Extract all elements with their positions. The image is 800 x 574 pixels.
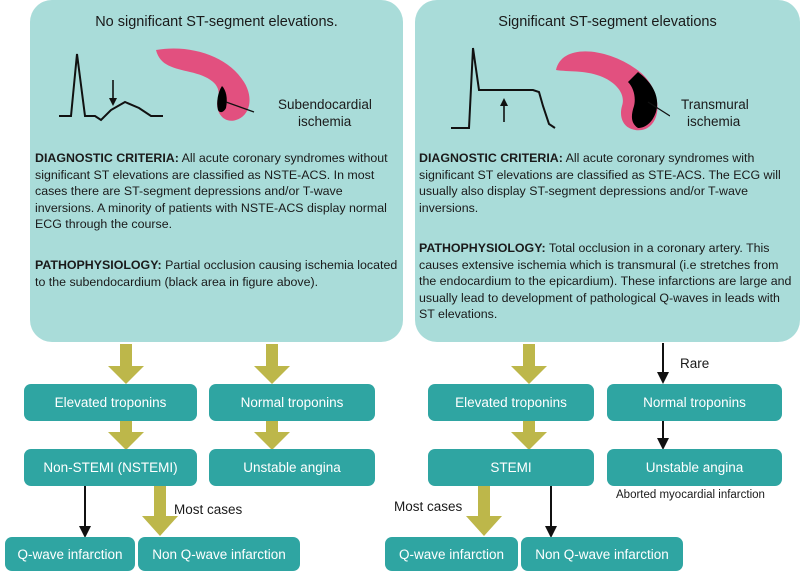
big-arrow [511, 344, 547, 384]
right-diagnostic-criteria: DIAGNOSTIC CRITERIA: All acute coronary … [419, 150, 797, 216]
figure-label-leader [647, 101, 670, 117]
transmural-ischemia-area [628, 72, 658, 128]
non-q-wave-infarction-left-box: Non Q-wave infarction [138, 537, 300, 571]
up-arrow-head [500, 98, 508, 106]
right-panel-title: Significant ST-segment elevations [498, 14, 717, 30]
elevated-troponins-left-box: Elevated troponins [24, 384, 197, 421]
rare-label: Rare [680, 356, 710, 371]
big-arrow [254, 421, 290, 450]
subendocardial-label: Subendocardial ischemia [278, 97, 372, 129]
unstable-angina-right-box: Unstable angina [607, 449, 782, 486]
thin-arrow-head [657, 438, 669, 450]
criteria-text: All acute coronary syndromes without sig… [35, 151, 388, 232]
most-cases-left-label: Most cases [174, 502, 243, 517]
ecg-trace [451, 47, 556, 129]
left-pathophysiology: PATHOPHYSIOLOGY: Partial occlusion causi… [35, 257, 401, 290]
right-pathophysiology: PATHOPHYSIOLOGY: Total occlusion in a co… [419, 240, 797, 323]
ecg-st-depression-figure [59, 53, 163, 122]
figure-label-leader [225, 101, 255, 113]
unstable-angina-left-box: Unstable angina [209, 449, 375, 486]
right-panel: Significant ST-segment elevations Transm… [415, 0, 800, 342]
aborted-mi-label: Aborted myocardial infarction [616, 489, 765, 501]
nstemi-box: Non-STEMI (NSTEMI) [24, 449, 197, 486]
criteria-heading: DIAGNOSTIC CRITERIA: [35, 151, 179, 165]
subendocardial-ischemia-area [217, 86, 227, 113]
stemi-box: STEMI [428, 449, 594, 486]
left-panel: No significant ST-segment elevations. Su… [30, 0, 403, 342]
patho-heading: PATHOPHYSIOLOGY: [35, 258, 162, 272]
thin-arrow-head [545, 526, 557, 538]
normal-troponins-right-box: Normal troponins [607, 384, 782, 421]
transmural-label: Transmural ischemia [681, 97, 749, 129]
thin-arrow-head [657, 372, 669, 384]
big-arrow [466, 486, 502, 536]
most-cases-right-label: Most cases [394, 499, 463, 514]
q-wave-infarction-left-box: Q-wave infarction [5, 537, 135, 571]
left-panel-title: No significant ST-segment elevations. [95, 14, 338, 30]
big-arrow [108, 344, 144, 384]
criteria-heading: DIAGNOSTIC CRITERIA: [419, 151, 563, 165]
ecg-st-elevation-figure [451, 47, 556, 129]
heart-subendocardial-figure [156, 48, 255, 121]
patho-text: Partial occlusion causing ischemia locat… [35, 258, 398, 289]
thin-arrow-head [79, 526, 91, 538]
normal-troponins-left-box: Normal troponins [209, 384, 375, 421]
non-q-wave-infarction-right-box: Non Q-wave infarction [521, 537, 683, 571]
criteria-text: All acute coronary syndromes with signif… [419, 151, 781, 215]
myocardium-wall [556, 51, 658, 131]
big-arrow [142, 486, 178, 536]
elevated-troponins-right-box: Elevated troponins [428, 384, 594, 421]
down-arrow-head [109, 98, 117, 106]
patho-text: Total occlusion in a coronary artery. Th… [419, 241, 792, 322]
big-arrow [511, 421, 547, 450]
q-wave-infarction-right-box: Q-wave infarction [385, 537, 518, 571]
big-arrow [108, 421, 144, 450]
heart-transmural-figure [556, 51, 670, 131]
left-diagnostic-criteria: DIAGNOSTIC CRITERIA: All acute coronary … [35, 150, 401, 233]
big-arrow [254, 344, 290, 384]
ecg-trace [59, 53, 163, 122]
patho-heading: PATHOPHYSIOLOGY: [419, 241, 546, 255]
